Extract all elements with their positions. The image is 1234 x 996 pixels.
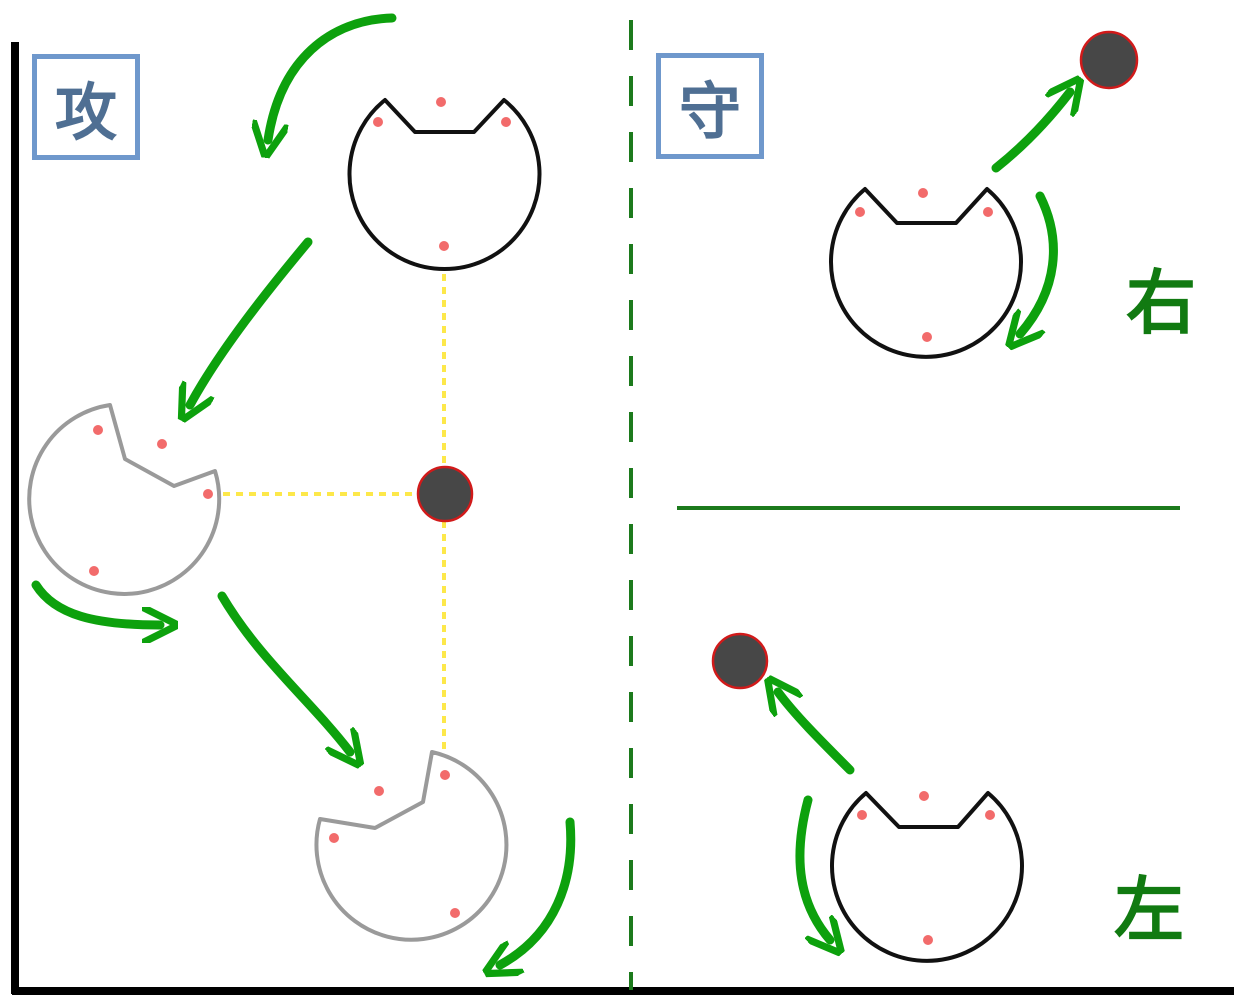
marker-dot xyxy=(501,117,511,127)
attack-label: 攻 xyxy=(32,54,140,160)
curved-arrow-icon xyxy=(1020,191,1058,334)
marker-dot xyxy=(373,117,383,127)
cat-outline xyxy=(830,791,1024,963)
marker-dot xyxy=(985,810,995,820)
attack-cat-middle xyxy=(27,403,222,596)
attack-cat-bottom xyxy=(314,750,509,942)
defense-ball-right xyxy=(1079,30,1139,90)
arrow-icon xyxy=(778,692,855,775)
marker-dot xyxy=(922,332,932,342)
curved-arrow-icon xyxy=(500,817,576,965)
marker-dot xyxy=(440,770,450,780)
cat-outline xyxy=(347,98,542,272)
attack-ball xyxy=(416,465,474,523)
cat-outline xyxy=(27,403,222,596)
marker-dot xyxy=(89,566,99,576)
left-turn-label: 左 xyxy=(1114,869,1184,951)
arrow-icon xyxy=(217,591,350,752)
attack-arrows xyxy=(31,13,576,965)
defense-ball-left xyxy=(711,632,769,690)
cat-outline xyxy=(829,187,1023,359)
marker-dot xyxy=(203,489,213,499)
marker-dot xyxy=(857,810,867,820)
arrow-icon xyxy=(991,92,1070,173)
curved-arrow-icon xyxy=(268,13,397,140)
marker-dot xyxy=(983,207,993,217)
marker-dot xyxy=(439,241,449,251)
attack-cat-top xyxy=(347,97,542,272)
marker-dot xyxy=(923,935,933,945)
cat-outline xyxy=(314,750,509,942)
curved-arrow-icon xyxy=(795,795,830,940)
marker-dot xyxy=(855,207,865,217)
defense-label: 守 xyxy=(656,53,764,159)
marker-dot xyxy=(436,97,446,107)
curved-arrow-icon xyxy=(31,580,160,625)
defense-cat-right xyxy=(829,187,1023,359)
marker-dot xyxy=(93,425,103,435)
marker-dot xyxy=(374,786,384,796)
marker-dot xyxy=(450,908,460,918)
defense-arrows xyxy=(778,92,1070,940)
marker-dot xyxy=(329,833,339,843)
defense-cat-left xyxy=(830,791,1024,963)
marker-dot xyxy=(918,188,928,198)
marker-dot xyxy=(919,791,929,801)
marker-dot xyxy=(157,439,167,449)
right-turn-label: 右 xyxy=(1126,262,1196,344)
arrow-icon xyxy=(190,237,313,405)
